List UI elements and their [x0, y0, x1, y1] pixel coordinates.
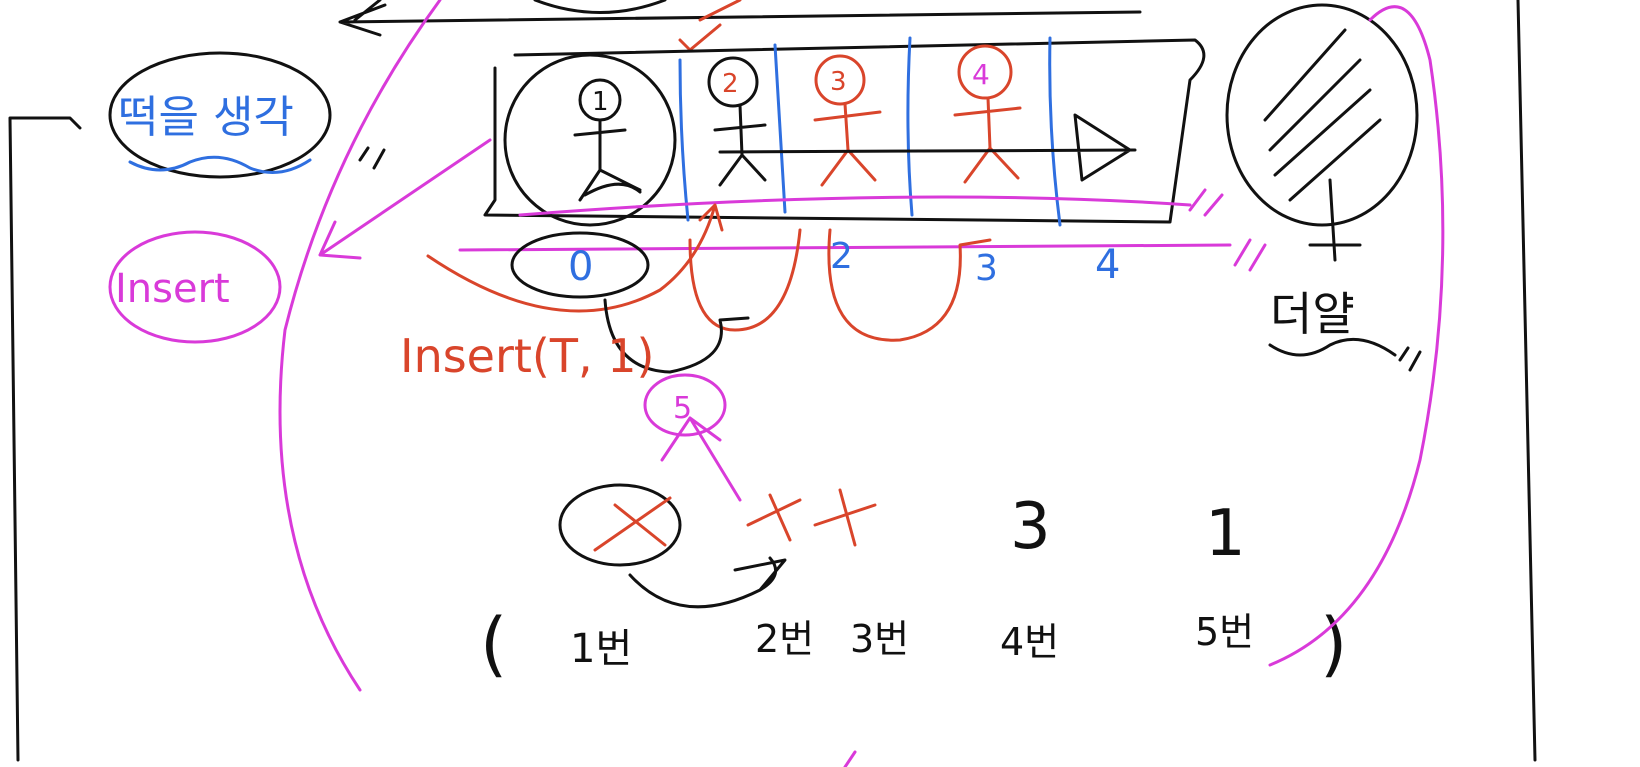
figure-2-number: 2 [722, 69, 739, 99]
pink-underline-2 [458, 243, 1232, 252]
black-loop [603, 298, 750, 374]
bottom-circle-cross [593, 496, 672, 552]
red-arrow-up [426, 203, 724, 313]
figure-3-number: 3 [830, 67, 847, 97]
double-tick-2 [1188, 188, 1267, 272]
slot-divider-2 [773, 43, 787, 214]
position-2: 2번 [755, 617, 814, 661]
bottom-value-3: 3 [1010, 490, 1051, 564]
insert-circle [643, 373, 727, 437]
blue-circle-text: 떡을 생각 [118, 92, 294, 143]
figure-2-body [713, 103, 767, 187]
right-label: 더얄 [1270, 287, 1355, 341]
index-label-4: 4 [1095, 242, 1120, 288]
slot-divider-1 [678, 58, 690, 222]
pink-underline-1 [518, 195, 1192, 217]
position-5: 5번 [1195, 610, 1254, 654]
figure-3-head [814, 54, 866, 106]
figure-2-head [707, 56, 759, 108]
pink-arrow-to-insert [318, 138, 492, 260]
bottom-circle [558, 483, 682, 567]
right-circle [1225, 3, 1419, 227]
index-label-2: 2 [830, 236, 853, 277]
figure-4-head [957, 44, 1013, 100]
red-swap-loop-1 [688, 228, 802, 332]
figure-3-body [813, 102, 882, 187]
pink-left-arc [278, 0, 442, 692]
top-arrow [338, 0, 1142, 37]
slot-divider-3 [906, 36, 914, 217]
index-box [510, 231, 650, 299]
red-swap-loop-2 [827, 228, 992, 342]
pink-right-arc [1268, 5, 1445, 667]
queue-axis [718, 113, 1137, 182]
double-tick-1 [358, 146, 386, 170]
pink-bottom-mark [843, 750, 857, 767]
top-red-arrow [678, 0, 742, 52]
top-scribble [533, 0, 667, 14]
index-label-0: 0 [568, 244, 593, 290]
bottom-swap-arrow [628, 556, 787, 609]
index-label-3: 3 [975, 248, 998, 289]
position-3: 3번 [850, 617, 909, 661]
pink-up-arrow [660, 416, 742, 502]
pink-circle-text: Insert [115, 266, 230, 312]
slot-divider-4 [1048, 36, 1062, 227]
insert-circle-number: 5 [673, 391, 692, 426]
insert-call: Insert(T, 1) [400, 329, 654, 383]
figure-4-body [953, 96, 1022, 184]
queue-box [483, 38, 1206, 224]
right-scribble [1263, 28, 1382, 262]
right-wave [1268, 337, 1422, 372]
bottom-value-1: 1 [1205, 497, 1246, 571]
bottom-crosses [746, 488, 877, 547]
outer-frame [8, 0, 1537, 762]
figure-1-number: 1 [592, 87, 609, 117]
position-4: 4번 [1000, 620, 1059, 664]
blue-wave [128, 155, 312, 174]
pink-circle-outline [108, 230, 282, 344]
figure-1-body [573, 118, 642, 202]
blue-circle-outline [108, 51, 332, 179]
head-circle [503, 53, 677, 227]
position-1: 1번 [570, 626, 632, 672]
paren-open: ( [480, 603, 507, 685]
figure-4-number: 4 [972, 58, 990, 91]
